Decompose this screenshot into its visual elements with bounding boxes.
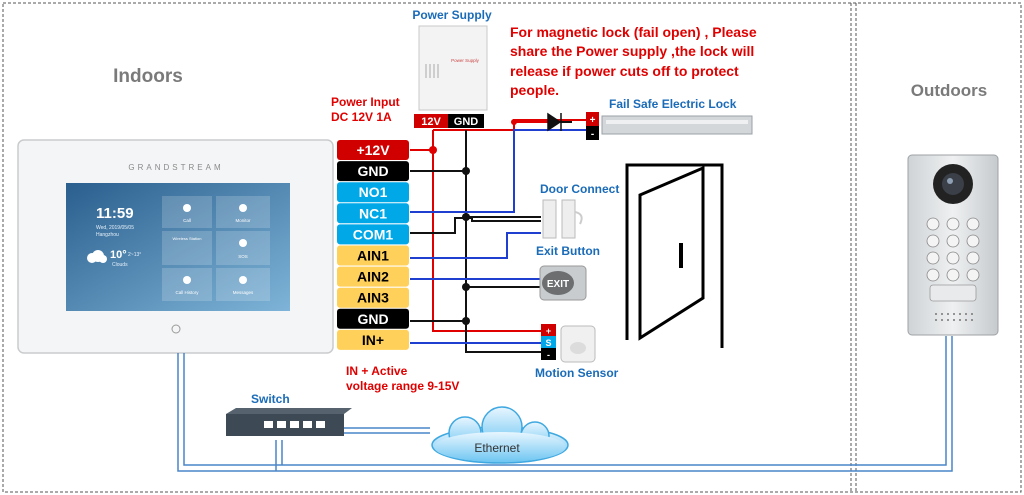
- svg-text:+: +: [546, 326, 551, 336]
- terminal-gnd-1: [337, 161, 409, 182]
- screen-time: 11:59: [96, 205, 134, 222]
- tile-messages: Messages: [233, 290, 254, 295]
- terminal-label: GND: [357, 311, 388, 327]
- outdoor-unit: [907, 154, 999, 336]
- magnetic-lock-note: For magnetic lock (fail open) , Please s…: [510, 24, 757, 98]
- switch-label: Switch: [251, 392, 290, 406]
- terminal-in-9: [337, 329, 409, 350]
- screen-tiles: Call Monitor Wireless Station SOS Call H…: [162, 196, 270, 301]
- motion-sensor-label: Motion Sensor: [535, 366, 619, 380]
- terminal-label: GND: [357, 163, 388, 179]
- terminal-ain3-7: [337, 287, 409, 308]
- power-input-label: Power Input: [331, 95, 400, 109]
- outdoors-label: Outdoors: [911, 81, 988, 100]
- tile-monitor: Monitor: [235, 218, 251, 223]
- exit-button-label: Exit Button: [536, 244, 600, 258]
- svg-text:+: +: [590, 115, 596, 126]
- screen-condition: Clouds: [112, 262, 128, 268]
- terminal-label: NC1: [359, 205, 387, 221]
- svg-text:-: -: [547, 350, 550, 360]
- door-contact-sensor: [542, 199, 583, 239]
- terminal-com1-4: [337, 224, 409, 245]
- diode-icon: [547, 112, 562, 132]
- svg-text:EXIT: EXIT: [547, 279, 569, 290]
- door-connect-label: Door Connect: [540, 182, 619, 196]
- terminal-ain1-5: [337, 245, 409, 266]
- screen-date: Wed, 2019/05/05: [96, 225, 134, 231]
- tile-call: Call: [183, 218, 191, 223]
- brand-logo: GRANDSTREAM: [128, 163, 223, 172]
- tile-call-history: Call History: [175, 290, 199, 295]
- in-voltage-note-1: IN + Active: [346, 364, 408, 378]
- power-input-spec: DC 12V 1A: [331, 110, 392, 124]
- terminal-12v-0: [337, 140, 409, 160]
- svg-text:-: -: [591, 129, 594, 140]
- tile-sos: SOS: [238, 254, 248, 259]
- terminal-label: AIN3: [357, 290, 389, 306]
- power-supply-sticker: Power Supply: [451, 58, 480, 63]
- tile-wireless: Wireless Station: [173, 236, 202, 241]
- ethernet-label: Ethernet: [474, 441, 520, 455]
- terminal-label: AIN1: [357, 248, 389, 264]
- terminal-label: +12V: [356, 142, 390, 158]
- svg-text:share the Power supply ,the lo: share the Power supply ,the lock will: [510, 43, 754, 59]
- indoor-screen: [66, 183, 290, 311]
- in-voltage-note-2: voltage range 9-15V: [346, 379, 459, 393]
- terminal-label: IN+: [362, 332, 384, 348]
- power-supply: Power Supply Power Supply 12V GND: [412, 8, 492, 128]
- indoor-unit: GRANDSTREAM 11:59 Wed, 2019/05/05 Hangzh…: [17, 139, 334, 354]
- svg-text:people.: people.: [510, 82, 559, 98]
- terminal-label: AIN2: [357, 269, 389, 285]
- screen-city: Hangzhou: [96, 232, 119, 238]
- motion-sensor: + S - Motion Sensor: [535, 324, 619, 380]
- power-supply-title: Power Supply: [412, 8, 492, 22]
- fail-safe-lock: Fail Safe Electric Lock + -: [586, 97, 753, 140]
- home-button: [171, 324, 181, 334]
- cloud-icon: [87, 250, 107, 263]
- terminal-no1-2: [337, 182, 409, 203]
- terminal-nc1-3: [337, 203, 409, 224]
- screen-temp: 10°: [110, 249, 127, 261]
- terminal-gnd-8: [337, 308, 409, 329]
- svg-text:S: S: [545, 338, 551, 348]
- ps-terminal-12v: 12V: [421, 116, 441, 128]
- wire-junctions: [429, 119, 517, 325]
- screen-temp-range: 2~13°: [128, 252, 141, 258]
- svg-text:release if power cuts off to p: release if power cuts off to protect: [510, 63, 739, 79]
- terminal-ain2-6: [337, 266, 409, 287]
- svg-text:For magnetic lock (fail open): For magnetic lock (fail open) , Please: [510, 24, 757, 40]
- lock-label: Fail Safe Electric Lock: [609, 97, 737, 111]
- terminal-label: COM1: [353, 226, 394, 242]
- indoors-label: Indoors: [113, 66, 183, 87]
- terminal-label: NO1: [359, 184, 388, 200]
- ps-terminal-gnd: GND: [454, 116, 479, 128]
- ethernet-cloud-icon: Ethernet: [431, 406, 569, 464]
- network-switch: [226, 408, 352, 436]
- exit-button-device: EXIT: [539, 265, 587, 301]
- door-icon: [625, 163, 724, 348]
